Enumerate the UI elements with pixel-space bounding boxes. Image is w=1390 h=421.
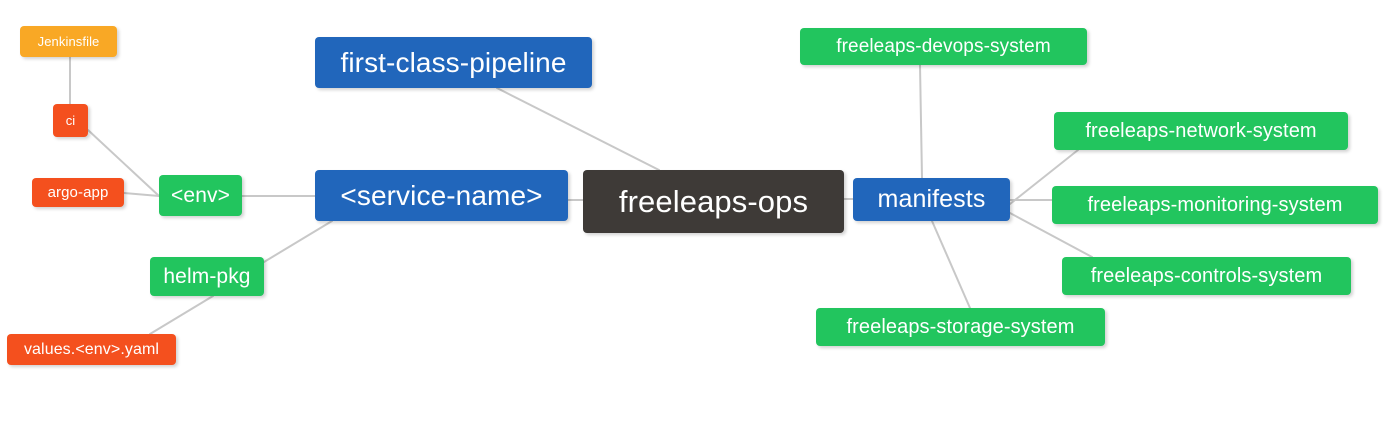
edge-values-env-yaml-to-helm-pkg	[149, 295, 214, 335]
edge-first-class-pipeline-to-freeleaps-ops	[496, 87, 660, 171]
node-values-env-yaml[interactable]: values.<env>.yaml	[7, 334, 176, 365]
node-freeleaps-controls-system[interactable]: freeleaps-controls-system	[1062, 257, 1351, 295]
node-label-values-env-yaml: values.<env>.yaml	[23, 340, 160, 358]
node-label-ci: ci	[65, 113, 76, 128]
node-first-class-pipeline[interactable]: first-class-pipeline	[315, 37, 592, 88]
edge-manifests-to-freeleaps-storage-system	[931, 220, 971, 309]
node-env[interactable]: <env>	[159, 175, 242, 216]
edge-manifests-to-freeleaps-devops-system	[919, 64, 923, 179]
node-freeleaps-monitoring-system[interactable]: freeleaps-monitoring-system	[1052, 186, 1378, 224]
node-label-freeleaps-ops: freeleaps-ops	[618, 184, 809, 219]
node-freeleaps-devops-system[interactable]: freeleaps-devops-system	[800, 28, 1087, 65]
node-service-name[interactable]: <service-name>	[315, 170, 568, 221]
node-label-service-name: <service-name>	[340, 179, 543, 211]
node-ci[interactable]: ci	[53, 104, 88, 137]
edge-argo-app-to-env	[123, 192, 160, 197]
edge-helm-pkg-to-service-name	[263, 220, 333, 263]
node-label-jenkinsfile: Jenkinsfile	[37, 34, 100, 49]
node-label-first-class-pipeline: first-class-pipeline	[340, 46, 567, 78]
node-helm-pkg[interactable]: helm-pkg	[150, 257, 264, 296]
node-label-freeleaps-controls-system: freeleaps-controls-system	[1090, 265, 1323, 287]
node-freeleaps-storage-system[interactable]: freeleaps-storage-system	[816, 308, 1105, 346]
node-label-manifests: manifests	[877, 185, 986, 213]
node-freeleaps-ops[interactable]: freeleaps-ops	[583, 170, 844, 233]
node-argo-app[interactable]: argo-app	[32, 178, 124, 207]
node-manifests[interactable]: manifests	[853, 178, 1010, 221]
node-label-freeleaps-storage-system: freeleaps-storage-system	[846, 316, 1075, 338]
node-label-argo-app: argo-app	[47, 184, 109, 201]
node-label-env: <env>	[171, 184, 230, 207]
node-label-helm-pkg: helm-pkg	[163, 265, 251, 288]
node-label-freeleaps-monitoring-system: freeleaps-monitoring-system	[1087, 194, 1343, 216]
node-freeleaps-network-system[interactable]: freeleaps-network-system	[1054, 112, 1348, 150]
node-jenkinsfile[interactable]: Jenkinsfile	[20, 26, 117, 57]
node-label-freeleaps-devops-system: freeleaps-devops-system	[836, 36, 1051, 57]
node-label-freeleaps-network-system: freeleaps-network-system	[1085, 120, 1317, 142]
